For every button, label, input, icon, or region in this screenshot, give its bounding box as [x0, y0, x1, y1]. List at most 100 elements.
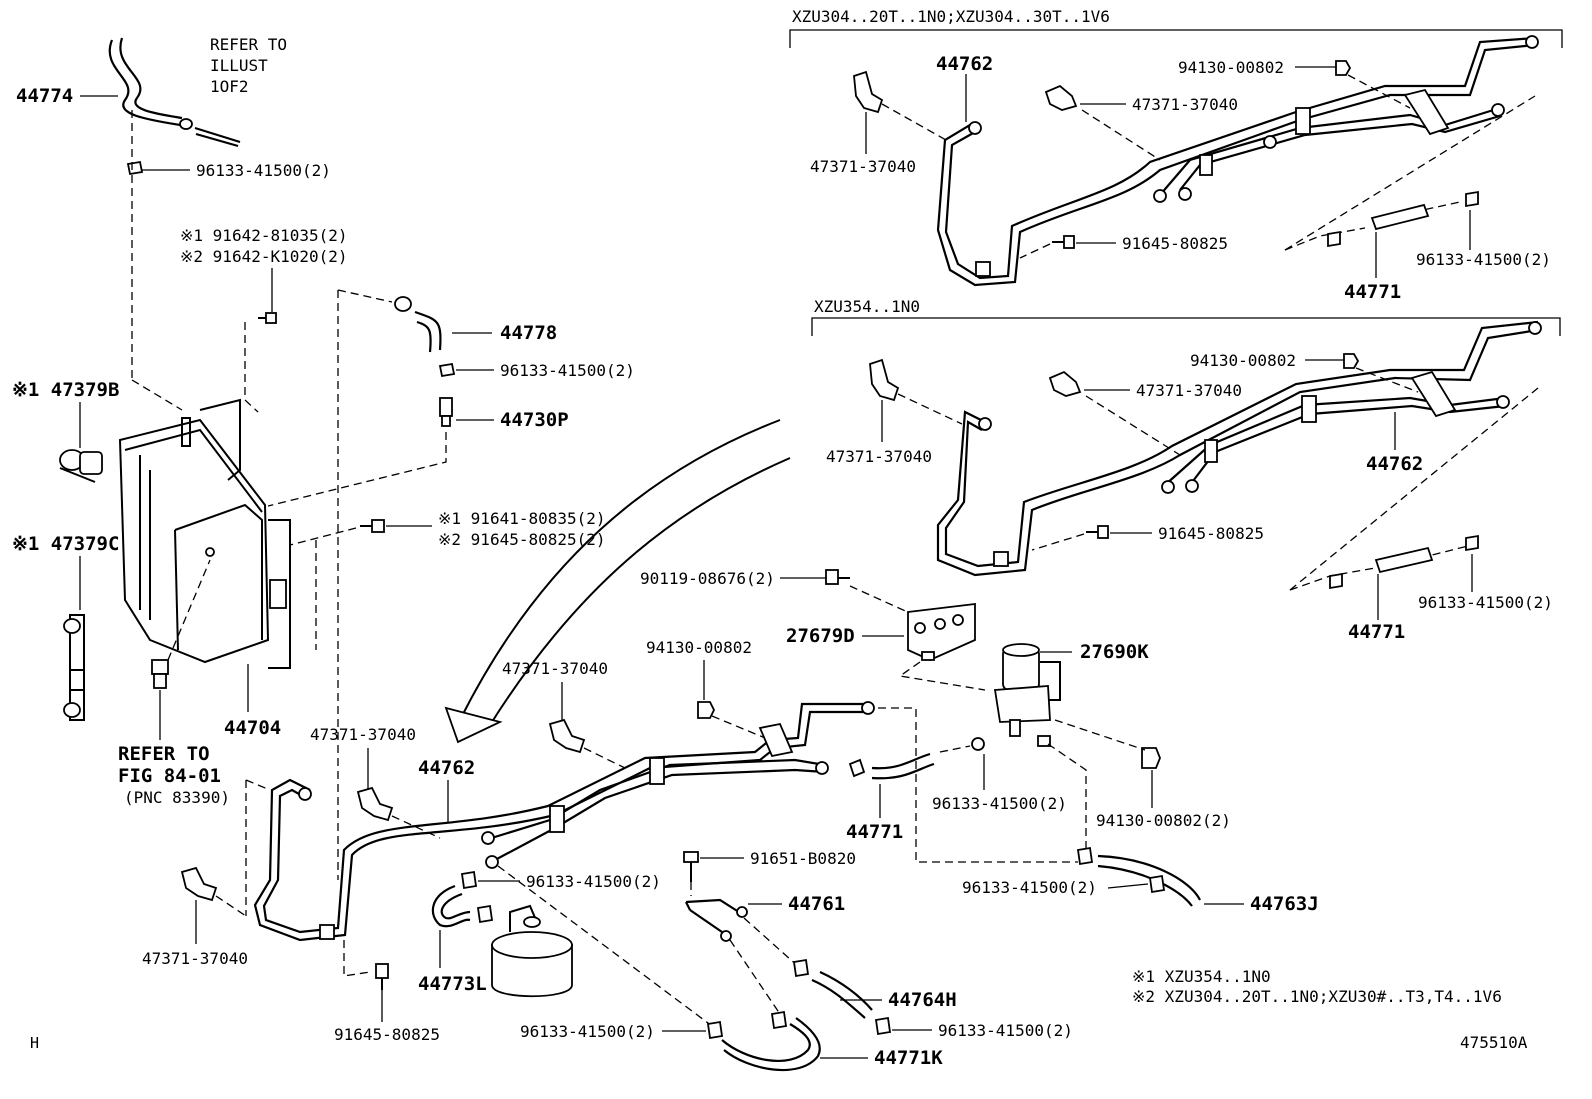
nut-icon-2	[1343, 353, 1360, 369]
hose-44778	[394, 296, 442, 353]
label-mr-94130: 94130-00802	[1190, 351, 1296, 370]
label-tr-47371b: 47371-37040	[810, 157, 916, 176]
label-tr-91645: 91645-80825	[1122, 234, 1228, 253]
nut-icon-4	[1141, 747, 1161, 769]
bolt-icon-6	[683, 851, 699, 882]
note-bolt-2: ※2 91642-K1020(2)	[180, 247, 348, 266]
label-tr-94130: 94130-00802	[1178, 58, 1284, 77]
hose-44771-bottom	[848, 737, 985, 780]
valve-27690k	[993, 643, 1061, 747]
refer-fig-1: REFER TO	[118, 743, 210, 765]
note-bolt-1: ※1 91642-81035(2)	[180, 226, 348, 245]
label-44704: 44704	[224, 717, 281, 739]
refer-text-2: ILLUST	[210, 56, 268, 75]
label-44771-bottom: 44771	[846, 821, 903, 843]
clamp-icon-7	[180, 866, 218, 902]
label-27679d: 27679D	[786, 625, 855, 647]
clip-icon-3	[460, 870, 478, 890]
bolt-icon-2	[360, 519, 385, 533]
bracket-47379c	[63, 614, 85, 721]
label-44763j: 44763J	[1250, 893, 1319, 915]
label-b-91645: 91645-80825	[334, 1025, 440, 1044]
label-44730p: 44730P	[500, 409, 569, 431]
bolt-icon-5	[825, 569, 850, 585]
refer-text-3: 1OF2	[210, 77, 249, 96]
hose-44764h	[792, 958, 873, 1019]
header-mid-right: XZU354..1N0	[814, 297, 920, 316]
label-b-96133c: 96133-41500(2)	[526, 872, 661, 891]
label-b-47371b: 47371-37040	[310, 725, 416, 744]
pipe-44762-bottom	[253, 701, 875, 942]
pipe-44761	[685, 898, 748, 942]
clip-icon-4	[874, 1016, 892, 1036]
label-b-94130a: 94130-00802	[646, 638, 752, 657]
illustration-code: 475510A	[1460, 1033, 1528, 1052]
label-47379b: ※1 47379B	[12, 379, 119, 401]
nut-icon-3	[697, 701, 716, 719]
label-mr-47371b: 47371-37040	[826, 447, 932, 466]
clip-icon-2	[438, 362, 456, 378]
label-clip-top-left: 96133-41500(2)	[196, 161, 331, 180]
label-b-94130b: 94130-00802(2)	[1096, 811, 1231, 830]
legend-note-1: ※1 XZU354..1N0	[1132, 967, 1271, 986]
label-44771k: 44771K	[874, 1047, 943, 1069]
label-44771-mid: 44771	[1348, 621, 1405, 643]
label-44764h: 44764H	[888, 989, 957, 1011]
bolt-icon	[258, 312, 277, 324]
label-clip-44778: 96133-41500(2)	[500, 361, 635, 380]
label-b-47371c: 47371-37040	[142, 949, 248, 968]
bolt-icon-4	[1086, 525, 1109, 539]
hose-44773l	[431, 884, 494, 928]
pipe-44762-mid	[936, 320, 1542, 577]
hose-44771-mid	[1329, 534, 1479, 590]
hose-44774	[108, 37, 241, 147]
valve-44730p	[439, 397, 453, 427]
label-mr-91645: 91645-80825	[1158, 524, 1264, 543]
label-tr-47371a: 47371-37040	[1132, 95, 1238, 114]
label-b-96133e: 96133-41500(2)	[520, 1022, 655, 1041]
clamp-icon-5	[548, 718, 586, 754]
bracket-47379b	[59, 449, 103, 483]
clamp-icon-6	[356, 786, 394, 822]
label-44761: 44761	[788, 893, 845, 915]
label-27690k: 27690K	[1080, 641, 1149, 663]
label-b-47371a: 47371-37040	[502, 659, 608, 678]
label-tr-96133: 96133-41500(2)	[1416, 250, 1551, 269]
label-44771-top: 44771	[1344, 281, 1401, 303]
refer-text-1: REFER TO	[210, 35, 287, 54]
hose-44763j	[1076, 846, 1201, 907]
refer-fig-2: FIG 84-01	[118, 765, 221, 787]
label-mr-96133: 96133-41500(2)	[1418, 593, 1553, 612]
sensor-icon	[151, 659, 169, 689]
label-b-91651: 91651-B0820	[750, 849, 856, 868]
label-44773l: 44773L	[418, 973, 487, 995]
label-b-96133b: 96133-41500(2)	[962, 878, 1097, 897]
hose-44771-top	[1327, 190, 1479, 248]
label-90119: 90119-08676(2)	[640, 569, 775, 588]
label-44778: 44778	[500, 322, 557, 344]
bolt-icon-3	[1052, 235, 1075, 249]
tank-44704	[118, 398, 291, 669]
canister-icon	[491, 904, 573, 998]
refer-fig-3: (PNC 83390)	[124, 788, 230, 807]
label-b-96133a: 96133-41500(2)	[932, 794, 1067, 813]
clamp-icon-3	[1048, 370, 1082, 397]
label-mr-47371a: 47371-37040	[1136, 381, 1242, 400]
clip-icon	[126, 160, 144, 176]
hose-44771k	[706, 1010, 821, 1072]
label-44762-bottom: 44762	[418, 757, 475, 779]
label-b-96133d: 96133-41500(2)	[938, 1021, 1073, 1040]
bracket-27679d	[907, 602, 976, 661]
clamp-icon-2	[853, 70, 884, 114]
legend-note-2: ※2 XZU304..20T..1N0;XZU30#..T3,T4..1V6	[1132, 987, 1502, 1006]
label-44762-mid: 44762	[1366, 453, 1423, 475]
label-44762-top: 44762	[936, 53, 993, 75]
clamp-icon	[1044, 84, 1078, 111]
label-47379c: ※1 47379C	[12, 533, 119, 555]
pipe-44762-top	[936, 35, 1539, 287]
bolt-icon-7	[375, 963, 389, 990]
corner-marker: H	[30, 1034, 39, 1052]
label-44774: 44774	[16, 85, 73, 107]
note-bolt-4: ※2 91645-80825(2)	[438, 530, 606, 549]
